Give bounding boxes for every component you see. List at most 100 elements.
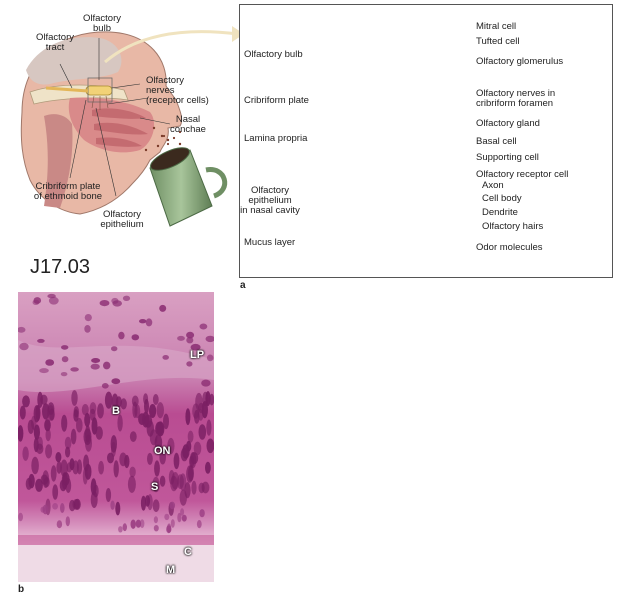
- nucleus: [71, 390, 78, 406]
- label-olfactory-receptor-cell: Olfactory receptor cell: [476, 169, 569, 180]
- nucleus: [155, 421, 164, 436]
- nucleus: [35, 405, 41, 421]
- label-basal-cell: Basal cell: [476, 136, 517, 147]
- nucleus: [111, 378, 121, 385]
- nucleus: [35, 478, 43, 492]
- nucleus: [196, 520, 202, 529]
- label-axon: Axon: [482, 180, 504, 191]
- nucleus: [179, 489, 187, 506]
- nucleus: [111, 393, 119, 410]
- nucleus: [52, 484, 59, 500]
- nucleus: [99, 300, 110, 307]
- nucleus: [185, 408, 191, 426]
- stained-nuclei: [18, 293, 214, 534]
- nucleus: [129, 431, 137, 442]
- nucleus: [84, 412, 91, 428]
- nucleus: [129, 466, 136, 478]
- region-mucus-layer: Mucus layer: [244, 237, 296, 248]
- nucleus: [146, 420, 154, 437]
- nucleus: [42, 504, 49, 515]
- nucleus: [101, 383, 109, 389]
- panel-a-frame: [239, 4, 613, 278]
- nasal-concha-2: [94, 122, 148, 135]
- nucleus: [33, 424, 41, 440]
- nucleus: [152, 394, 159, 405]
- nucleus: [111, 346, 118, 352]
- nucleus: [84, 314, 92, 322]
- nucleus: [47, 405, 55, 421]
- nucleus: [153, 525, 159, 532]
- nucleus: [205, 335, 214, 343]
- nucleus: [173, 452, 180, 470]
- nucleus: [201, 379, 211, 387]
- nucleus: [65, 516, 71, 527]
- nucleus: [118, 526, 123, 533]
- nucleus: [180, 508, 185, 516]
- label-olfactory-glomerulus: Olfactory glomerulus: [476, 56, 564, 67]
- nucleus: [144, 399, 149, 414]
- nucleus: [91, 358, 101, 363]
- nasal-concha-1: [92, 108, 146, 119]
- nucleus: [89, 408, 96, 421]
- nucleus: [127, 475, 136, 493]
- nucleus: [66, 462, 73, 473]
- histo-label-lp: LP: [190, 349, 205, 361]
- nucleus: [90, 478, 97, 496]
- panel-b-letter: b: [18, 584, 25, 595]
- nucleus: [199, 323, 208, 330]
- nucleus: [162, 355, 169, 360]
- nucleus: [206, 354, 214, 362]
- nucleus: [18, 512, 23, 522]
- nucleus: [22, 446, 29, 461]
- label-nasal-conchae: Nasal conchae: [170, 114, 206, 135]
- nucleus: [19, 405, 26, 420]
- nucleus: [37, 338, 45, 343]
- nucleus: [97, 403, 104, 419]
- label-dendrite: Dendrite: [482, 207, 518, 218]
- olfactory-nerve-fibers: [91, 95, 109, 110]
- nucleus: [60, 372, 68, 377]
- nucleus: [45, 428, 51, 442]
- nucleus: [152, 499, 160, 512]
- nucleus: [198, 424, 207, 440]
- nucleus: [56, 520, 63, 529]
- nasal-concha-3: [96, 137, 142, 147]
- nucleus: [159, 304, 167, 312]
- nucleus: [65, 446, 71, 458]
- nucleus: [140, 519, 145, 528]
- histo-label-m: M: [166, 564, 176, 576]
- nucleus: [60, 503, 65, 513]
- nucleus: [18, 326, 26, 333]
- nucleus: [190, 343, 201, 351]
- label-olfactory-nerves-foramen: Olfactory nerves in cribriform foramen: [476, 88, 556, 109]
- nucleus: [110, 435, 118, 453]
- nucleus: [39, 368, 49, 374]
- nucleus: [206, 419, 212, 436]
- nucleus: [43, 477, 50, 488]
- figure-code: J17.03: [30, 256, 91, 278]
- nucleus: [76, 417, 83, 433]
- histo-label-b: B: [112, 405, 120, 417]
- nucleus: [56, 461, 62, 474]
- nucleus: [135, 519, 142, 528]
- nucleus: [85, 434, 92, 452]
- nucleus: [139, 319, 147, 324]
- nucleus: [61, 356, 69, 363]
- nucleus: [201, 481, 210, 494]
- nucleus: [81, 404, 89, 416]
- nucleus: [199, 509, 205, 518]
- nucleus: [95, 426, 103, 440]
- nucleus: [62, 472, 70, 486]
- nucleus: [159, 475, 166, 487]
- label-olfactory-gland: Olfactory gland: [476, 118, 540, 129]
- nucleus: [70, 367, 79, 372]
- nucleus: [70, 428, 77, 445]
- nucleus: [118, 331, 125, 340]
- nucleus: [187, 430, 194, 443]
- nucleus: [45, 359, 55, 366]
- label-olfactory-bulb: Olfactory bulb: [82, 13, 121, 34]
- region-olfactory-epithelium: Olfactory epithelium in nasal cavity: [240, 185, 300, 216]
- zoom-arrow: [104, 30, 239, 64]
- steam-dots: [162, 130, 182, 146]
- label-mitral-cell: Mitral cell: [476, 21, 517, 32]
